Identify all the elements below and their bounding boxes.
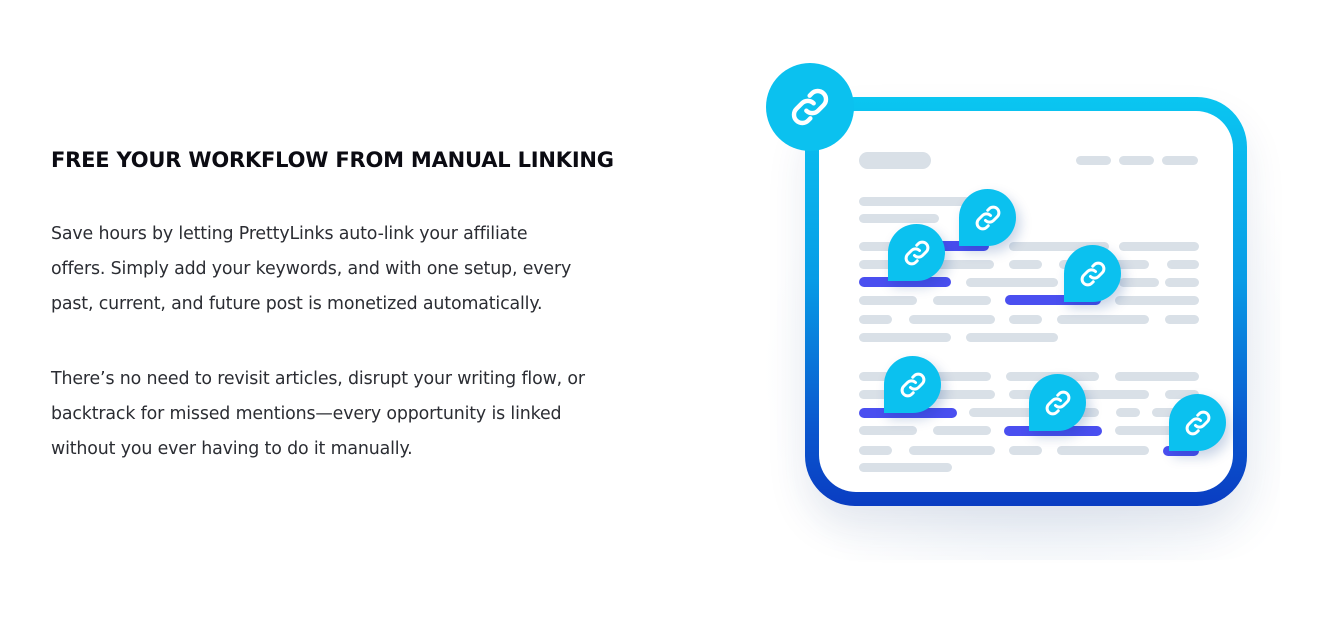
placeholder-line bbox=[1119, 278, 1159, 287]
placeholder-line bbox=[933, 296, 991, 305]
placeholder-line bbox=[859, 242, 899, 251]
section-heading: FREE YOUR WORKFLOW FROM MANUAL LINKING bbox=[51, 148, 614, 172]
placeholder-line bbox=[1115, 372, 1199, 381]
document-card-frame bbox=[805, 97, 1247, 506]
placeholder-line bbox=[933, 426, 991, 435]
link-icon bbox=[1080, 261, 1105, 286]
paragraph-line: past, current, and future post is moneti… bbox=[51, 294, 543, 314]
description-paragraph-1: Save hours by letting PrettyLinks auto-l… bbox=[51, 217, 651, 322]
paragraph-line: without you ever having to do it manuall… bbox=[51, 439, 413, 459]
placeholder-line bbox=[1057, 446, 1149, 455]
placeholder-line bbox=[1009, 260, 1042, 269]
placeholder-nav bbox=[1119, 156, 1154, 165]
placeholder-line bbox=[1116, 408, 1140, 417]
placeholder-line bbox=[1115, 296, 1199, 305]
highlighted-keyword bbox=[924, 241, 989, 251]
highlighted-keyword bbox=[859, 408, 957, 418]
link-pin bbox=[884, 356, 941, 413]
link-pin bbox=[1169, 394, 1226, 451]
paragraph-line: backtrack for missed mentions—every oppo… bbox=[51, 404, 562, 424]
placeholder-line bbox=[966, 333, 1058, 342]
placeholder-line bbox=[859, 463, 952, 472]
highlighted-keyword bbox=[859, 277, 951, 287]
paragraph-line: Save hours by letting PrettyLinks auto-l… bbox=[51, 224, 528, 244]
placeholder-line bbox=[1167, 260, 1199, 269]
paragraph-line: offers. Simply add your keywords, and wi… bbox=[51, 259, 572, 279]
placeholder-line bbox=[859, 333, 951, 342]
link-icon bbox=[904, 240, 929, 265]
highlighted-keyword bbox=[1005, 295, 1101, 305]
placeholder-line bbox=[1009, 242, 1109, 251]
placeholder-line bbox=[909, 446, 995, 455]
placeholder-line bbox=[1115, 426, 1175, 435]
link-pin bbox=[959, 189, 1016, 246]
placeholder-nav bbox=[1076, 156, 1111, 165]
link-icon bbox=[1045, 390, 1070, 415]
highlighted-keyword bbox=[1163, 446, 1199, 456]
placeholder-line bbox=[859, 446, 892, 455]
link-pin bbox=[1064, 245, 1121, 302]
placeholder-line bbox=[1009, 446, 1042, 455]
placeholder-line bbox=[1165, 315, 1199, 324]
placeholder-line bbox=[859, 426, 917, 435]
highlighted-keyword bbox=[1004, 426, 1102, 436]
placeholder-line bbox=[1009, 315, 1042, 324]
link-icon bbox=[975, 205, 1000, 230]
placeholder-line bbox=[909, 315, 995, 324]
placeholder-line bbox=[859, 197, 974, 206]
link-pin bbox=[1029, 374, 1086, 431]
placeholder-line bbox=[1119, 242, 1199, 251]
placeholder-line bbox=[966, 278, 1058, 287]
description-paragraph-2: There’s no need to revisit articles, dis… bbox=[51, 362, 651, 467]
paragraph-line: There’s no need to revisit articles, dis… bbox=[51, 369, 585, 389]
auto-linking-illustration bbox=[740, 50, 1300, 570]
document-card bbox=[819, 111, 1233, 492]
link-icon bbox=[791, 88, 829, 126]
placeholder-title bbox=[859, 152, 931, 169]
placeholder-line bbox=[859, 315, 892, 324]
link-icon bbox=[1185, 410, 1210, 435]
link-badge bbox=[766, 63, 854, 151]
placeholder-line bbox=[1057, 315, 1149, 324]
link-icon bbox=[900, 372, 925, 397]
placeholder-nav bbox=[1162, 156, 1198, 165]
placeholder-line bbox=[859, 296, 917, 305]
link-pin bbox=[888, 224, 945, 281]
placeholder-line bbox=[1165, 390, 1199, 399]
placeholder-line bbox=[1165, 278, 1199, 287]
placeholder-line bbox=[859, 214, 939, 223]
placeholder-line bbox=[1152, 408, 1182, 417]
